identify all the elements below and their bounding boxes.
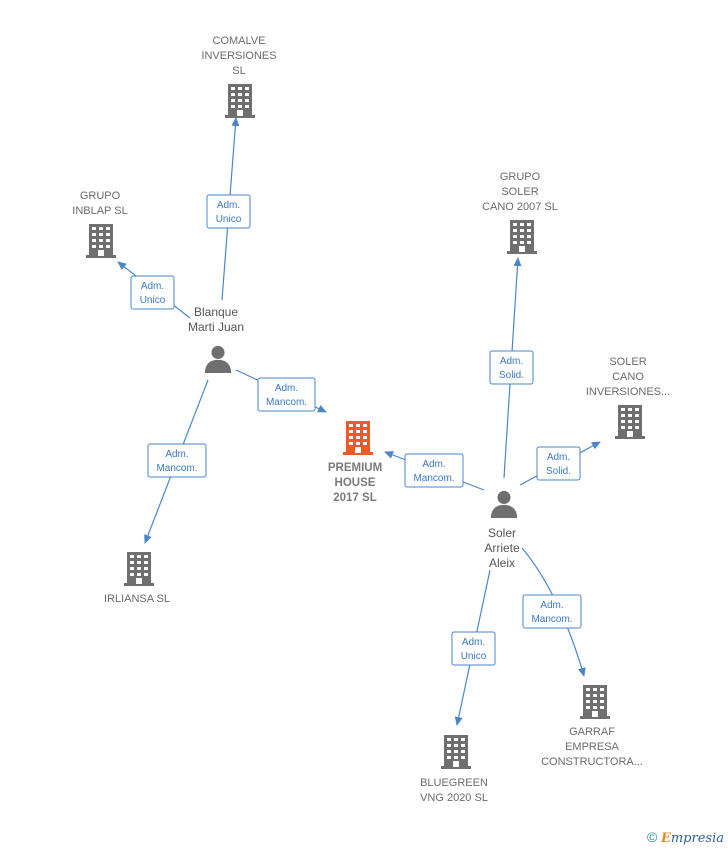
- node-label-line: GRUPO: [80, 190, 121, 202]
- node-label-line: INVERSIONES: [201, 50, 276, 62]
- building-icon: [225, 84, 255, 118]
- edge-blanque-inblap[interactable]: Adm. Unico: [117, 261, 191, 319]
- edge-label-line: Mancom.: [531, 614, 572, 625]
- building-icon: [124, 552, 154, 586]
- node-label-line: EMPRESA: [565, 741, 619, 753]
- node-bluegreen[interactable]: BLUEGREEN VNG 2020 SL: [420, 735, 488, 804]
- edge-label-line: Unico: [140, 295, 166, 306]
- edge-label-line: Adm.: [422, 459, 445, 470]
- node-label-line: BLUEGREEN: [420, 777, 488, 789]
- node-garraf-empresa[interactable]: GARRAF EMPRESA CONSTRUCTORA...: [541, 685, 643, 768]
- edge-label-line: Adm.: [275, 383, 298, 394]
- node-label-line: VNG 2020 SL: [420, 792, 488, 804]
- edge-label-line: Adm.: [462, 637, 485, 648]
- edge-label-line: Adm.: [540, 600, 563, 611]
- edge-label-line: Mancom.: [413, 473, 454, 484]
- node-blanque-marti-juan[interactable]: Blanque Marti Juan: [188, 305, 244, 373]
- node-label-line: INVERSIONES...: [586, 386, 670, 398]
- edge-soler-bluegreen[interactable]: Adm. Unico: [451, 569, 496, 726]
- empresia-watermark: © Empresia: [647, 829, 724, 846]
- node-label-line: CANO 2007 SL: [482, 201, 558, 213]
- node-label-line: HOUSE: [335, 477, 376, 489]
- node-label-line: SL: [232, 65, 245, 77]
- edge-soler-premium[interactable]: Adm. Mancom.: [384, 451, 485, 491]
- edge-soler-garraf[interactable]: Adm. Mancom.: [521, 547, 586, 677]
- node-label-line: Marti Juan: [188, 320, 244, 334]
- node-label-line: Aleix: [489, 556, 515, 570]
- building-icon: [343, 421, 373, 455]
- node-label-line: Arriete: [484, 541, 520, 555]
- node-premium-house[interactable]: PREMIUM HOUSE 2017 SL: [328, 421, 382, 504]
- node-comalve-inversiones[interactable]: COMALVE INVERSIONES SL: [201, 35, 277, 118]
- node-label-line: SOLER: [609, 356, 646, 368]
- node-label-line: 2017 SL: [333, 492, 376, 504]
- edge-soler-solercano[interactable]: Adm. Solid.: [519, 441, 601, 486]
- edge-soler-grupo[interactable]: Adm. Solid.: [489, 257, 534, 479]
- edge-label-line: Adm.: [547, 452, 570, 463]
- person-icon: [490, 490, 518, 518]
- building-icon: [615, 405, 645, 439]
- building-icon: [86, 224, 116, 258]
- edge-label-line: Adm.: [500, 356, 523, 367]
- node-label-line: INBLAP SL: [72, 205, 127, 217]
- node-label-line: GRUPO: [500, 171, 541, 183]
- edge-label-line: Unico: [461, 651, 487, 662]
- copyright-symbol: ©: [646, 829, 658, 845]
- edge-blanque-comalve[interactable]: Adm. Unico: [206, 117, 251, 301]
- building-icon: [580, 685, 610, 719]
- node-label-line: Soler: [488, 526, 516, 540]
- edge-label-line: Unico: [216, 214, 242, 225]
- node-label-line: COMALVE: [213, 35, 266, 47]
- building-icon: [441, 735, 471, 769]
- edge-label-line: Adm.: [141, 281, 164, 292]
- edge-label-line: Adm.: [217, 200, 240, 211]
- node-label-line: IRLIANSA SL: [104, 593, 170, 605]
- node-label-line: CONSTRUCTORA...: [541, 756, 643, 768]
- node-soler-cano-inversiones[interactable]: SOLER CANO INVERSIONES...: [586, 356, 670, 439]
- edge-blanque-premium[interactable]: Adm. Mancom.: [235, 369, 327, 413]
- node-grupo-inblap[interactable]: GRUPO INBLAP SL: [72, 190, 128, 258]
- node-irliansa[interactable]: IRLIANSA SL: [104, 552, 170, 605]
- node-soler-arriete-aleix[interactable]: Soler Arriete Aleix: [484, 490, 520, 570]
- edge-label-line: Adm.: [165, 449, 188, 460]
- person-icon: [204, 345, 232, 373]
- edge-label-line: Solid.: [499, 370, 524, 381]
- node-label-line: CANO: [612, 371, 644, 383]
- node-grupo-soler-cano[interactable]: GRUPO SOLER CANO 2007 SL: [482, 171, 558, 254]
- edge-label-line: Mancom.: [266, 397, 307, 408]
- node-label-line: PREMIUM: [328, 462, 382, 474]
- node-label-line: SOLER: [501, 186, 538, 198]
- edge-label-line: Mancom.: [156, 463, 197, 474]
- brand-initial: E: [660, 831, 671, 846]
- node-label-line: GARRAF: [569, 726, 615, 738]
- node-label-line: Blanque: [194, 305, 238, 319]
- edge-label-line: Solid.: [546, 466, 571, 477]
- brand-name: mpresia: [670, 831, 724, 846]
- building-icon: [507, 220, 537, 254]
- edge-blanque-irliansa[interactable]: Adm. Mancom.: [144, 379, 209, 544]
